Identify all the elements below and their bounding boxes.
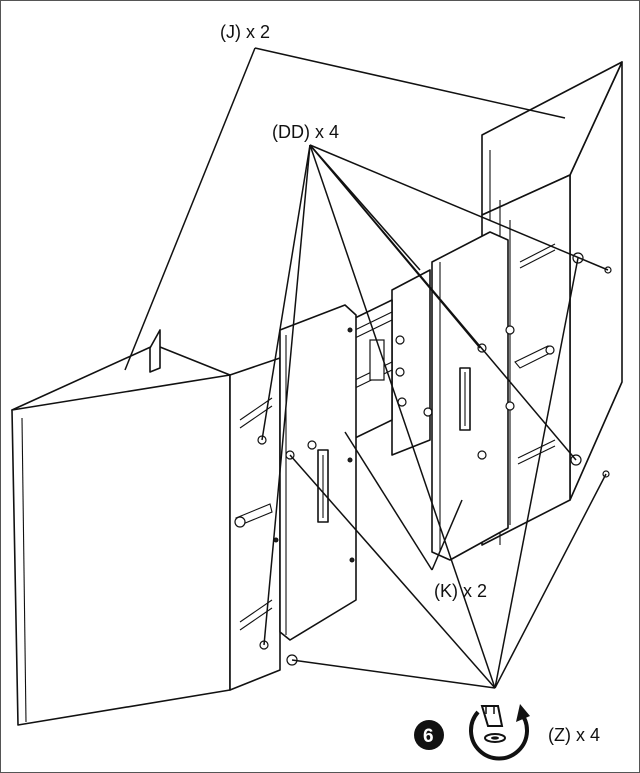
leader-lines-k	[344, 431, 463, 571]
leader-lines-z	[289, 144, 607, 689]
right-door-k	[431, 231, 515, 561]
center-connector	[354, 269, 433, 456]
top-panel-lip	[149, 329, 161, 373]
left-cabinet	[11, 329, 281, 726]
step-badge: 6	[414, 720, 444, 750]
left-door-k	[273, 304, 357, 666]
label-z: (Z) x 4	[548, 725, 600, 745]
left-front-face	[11, 374, 231, 726]
screwdriver-turn-icon	[469, 704, 530, 761]
label-k: (K) x 2	[434, 581, 487, 601]
center-block	[391, 269, 431, 456]
leader-lines-dd	[261, 144, 609, 646]
leader-lines-j	[124, 47, 566, 371]
label-j: (J) x 2	[220, 22, 270, 42]
label-dd: (DD) x 4	[272, 122, 339, 142]
step-number: 6	[423, 726, 434, 747]
